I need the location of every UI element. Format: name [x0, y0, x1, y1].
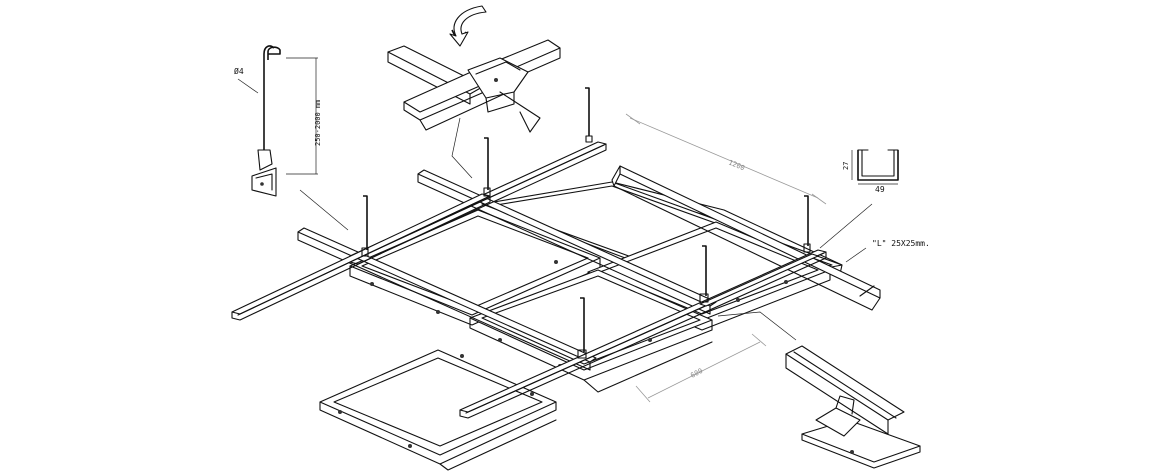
runner-clip-detail	[785, 345, 921, 469]
span-dimension-short	[635, 333, 767, 403]
connector-detail	[387, 39, 561, 133]
main-runner-rear-right	[699, 253, 819, 307]
hanger-length-dimension	[286, 57, 318, 175]
leader-lines	[299, 117, 873, 341]
angle-profile-label: "L" 25X25mm.	[872, 239, 930, 248]
span-long-label: 1200	[727, 158, 746, 172]
profile-width-label: 49	[875, 185, 885, 194]
hanger-length-label: 250-2000 mm	[314, 100, 322, 146]
loose-ceiling-tray	[319, 349, 557, 471]
cross-tee-left	[297, 227, 597, 371]
hanger-rods	[361, 87, 811, 359]
profile-section-detail	[851, 149, 899, 185]
rod-diameter-label: Ø4	[234, 66, 244, 76]
perimeter-angle-profile	[611, 165, 881, 311]
hanger-detail	[237, 45, 281, 197]
ceiling-panel-lower	[469, 269, 713, 393]
span-dimension-long	[625, 113, 827, 205]
span-short-label: 600	[689, 367, 704, 380]
arrow-head	[449, 5, 487, 47]
profile-height-label: 27	[842, 162, 850, 170]
